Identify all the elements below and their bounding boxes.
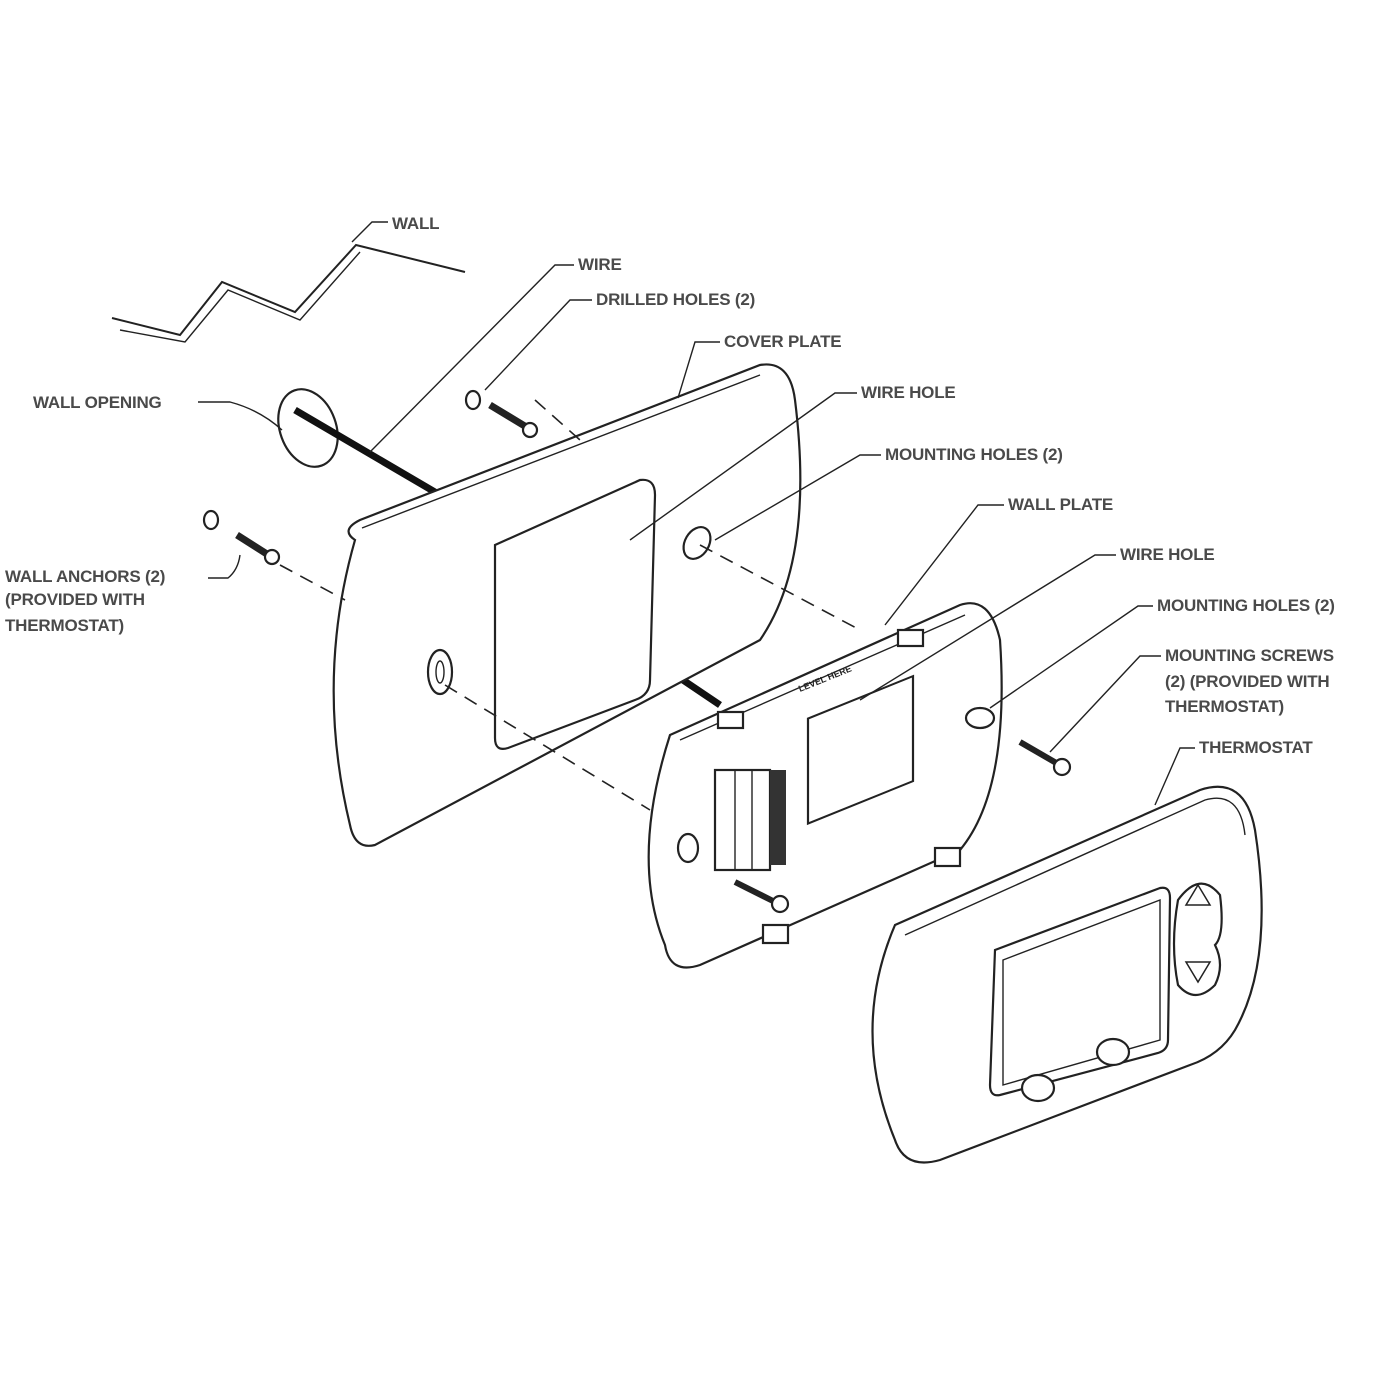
label-wall: WALL (392, 214, 439, 233)
label-wall-anchors: WALL ANCHORS (2) (5, 567, 165, 586)
alignment-lines (279, 399, 861, 811)
label-wall-anchors-line2: (PROVIDED WITH (5, 590, 145, 609)
thermostat (871, 785, 1263, 1164)
label-drilled-holes: DRILLED HOLES (2) (596, 290, 755, 309)
label-wall-plate: WALL PLATE (1008, 495, 1113, 514)
label-mounting-screws-line2: (2) (PROVIDED WITH (1165, 672, 1330, 691)
wall-anchor (235, 532, 281, 566)
label-mounting-screws-line3: THERMOSTAT) (1165, 697, 1284, 716)
label-wire-hole-2: WIRE HOLE (1120, 545, 1215, 564)
label-mounting-holes-2: MOUNTING HOLES (2) (1157, 596, 1335, 615)
leader-lines (198, 221, 1195, 806)
label-wire-hole: WIRE HOLE (861, 383, 956, 402)
wall-anchor (488, 402, 539, 439)
wall-opening (277, 388, 339, 468)
label-wall-anchors-line3: THERMOSTAT) (5, 616, 124, 635)
mounting-screw (733, 879, 790, 914)
label-wall-opening: WALL OPENING (33, 393, 162, 412)
label-mounting-holes: MOUNTING HOLES (2) (885, 445, 1063, 464)
cover-plate (332, 363, 802, 847)
label-mounting-screws: MOUNTING SCREWS (1165, 646, 1334, 665)
wall-plate: LEVEL HERE (647, 602, 1003, 969)
label-wire: WIRE (578, 255, 622, 274)
mounting-screw (1018, 739, 1072, 777)
drilled-hole (464, 389, 482, 411)
label-thermostat: THERMOSTAT (1199, 738, 1313, 757)
label-cover-plate: COVER PLATE (724, 332, 841, 351)
wall-drawing (111, 243, 466, 343)
drilled-hole (202, 509, 220, 531)
